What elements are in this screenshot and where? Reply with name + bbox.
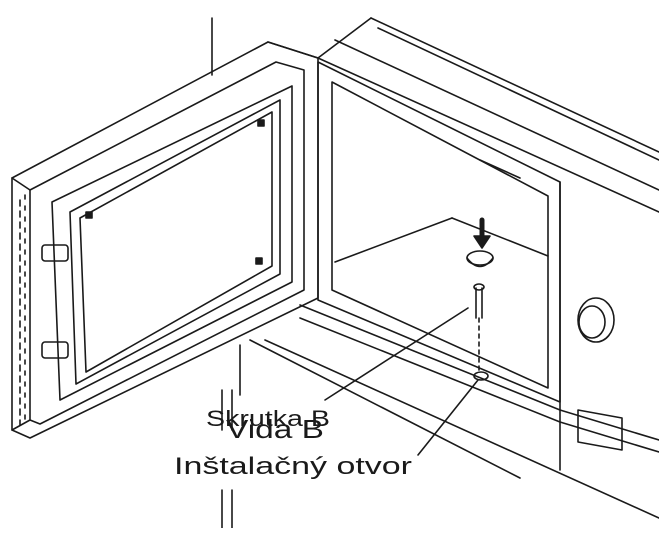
screw-leader-line (324, 307, 469, 401)
hole-leader-line (417, 379, 479, 456)
screw-label: Skrutka B (206, 406, 330, 431)
installation-hole-label: Inštalačný otvor (174, 453, 412, 480)
support-legs (221, 344, 241, 529)
down-arrow-icon (473, 217, 491, 249)
screw (473, 283, 485, 371)
installation-hole (473, 371, 489, 381)
control-knob (577, 297, 615, 343)
oven-body (249, 17, 659, 519)
oven-door (11, 41, 319, 439)
control-panel (577, 409, 623, 451)
screw-cap (466, 250, 494, 268)
screw-overlay-label: Vida B (226, 414, 324, 444)
